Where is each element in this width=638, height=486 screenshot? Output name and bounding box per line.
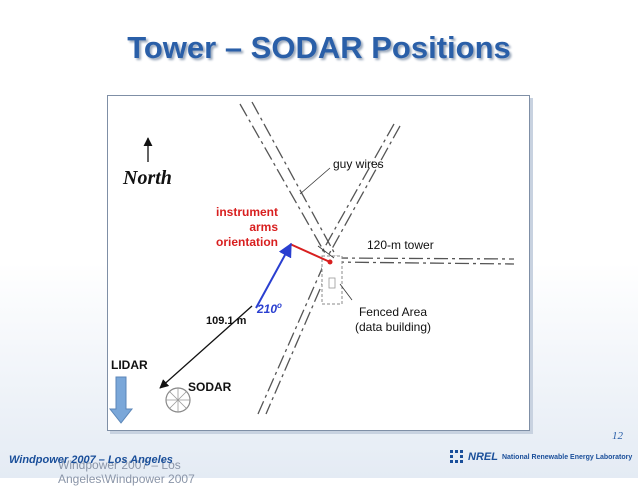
- lidar-arrow: [108, 376, 134, 424]
- north-label: North: [123, 167, 172, 189]
- orientation-arrow: [255, 242, 292, 309]
- sodar-label: SODAR: [188, 380, 232, 394]
- lidar-label: LIDAR: [111, 358, 148, 372]
- diagram-canvas: [108, 101, 515, 424]
- angle-label: 210o: [257, 301, 282, 316]
- fenced-area-label: Fenced Area (data building): [348, 305, 438, 335]
- leader-lines: [299, 167, 353, 301]
- fenced-label-line1: Fenced Area: [358, 305, 428, 319]
- nrel-logo-text: National Renewable Energy Laboratory: [501, 453, 633, 461]
- diagram-panel: North guy wires instrument arms orientat…: [107, 95, 530, 431]
- angle-value: 210: [257, 302, 278, 316]
- distance-label: 109.1 m: [206, 315, 247, 327]
- angle-unit: o: [277, 301, 282, 310]
- guy-wires: [239, 101, 515, 415]
- instrument-label-line3: orientation: [216, 235, 278, 249]
- sodar-symbol: [165, 387, 191, 413]
- nrel-logo: NREL National Renewable Energy Laborator…: [449, 449, 632, 465]
- tower-label: 120-m tower: [367, 238, 434, 252]
- fenced-label-line2: (data building): [354, 320, 432, 334]
- instrument-arm: [289, 243, 333, 265]
- instrument-label-line2: arms: [249, 220, 278, 234]
- guy-wires-label: guy wires: [333, 157, 384, 171]
- instrument-arms-label: instrument arms orientation: [204, 205, 278, 250]
- page-number: 12: [612, 430, 623, 442]
- nrel-logo-mark: NREL: [468, 451, 498, 463]
- sodar-distance-line: [159, 305, 253, 389]
- footer-event-label: Windpower 2007 – Los Angeles: [9, 454, 173, 466]
- nrel-logo-icon: [450, 450, 463, 463]
- slide-title: Tower – SODAR Positions: [127, 30, 511, 65]
- instrument-label-line1: instrument: [215, 205, 278, 219]
